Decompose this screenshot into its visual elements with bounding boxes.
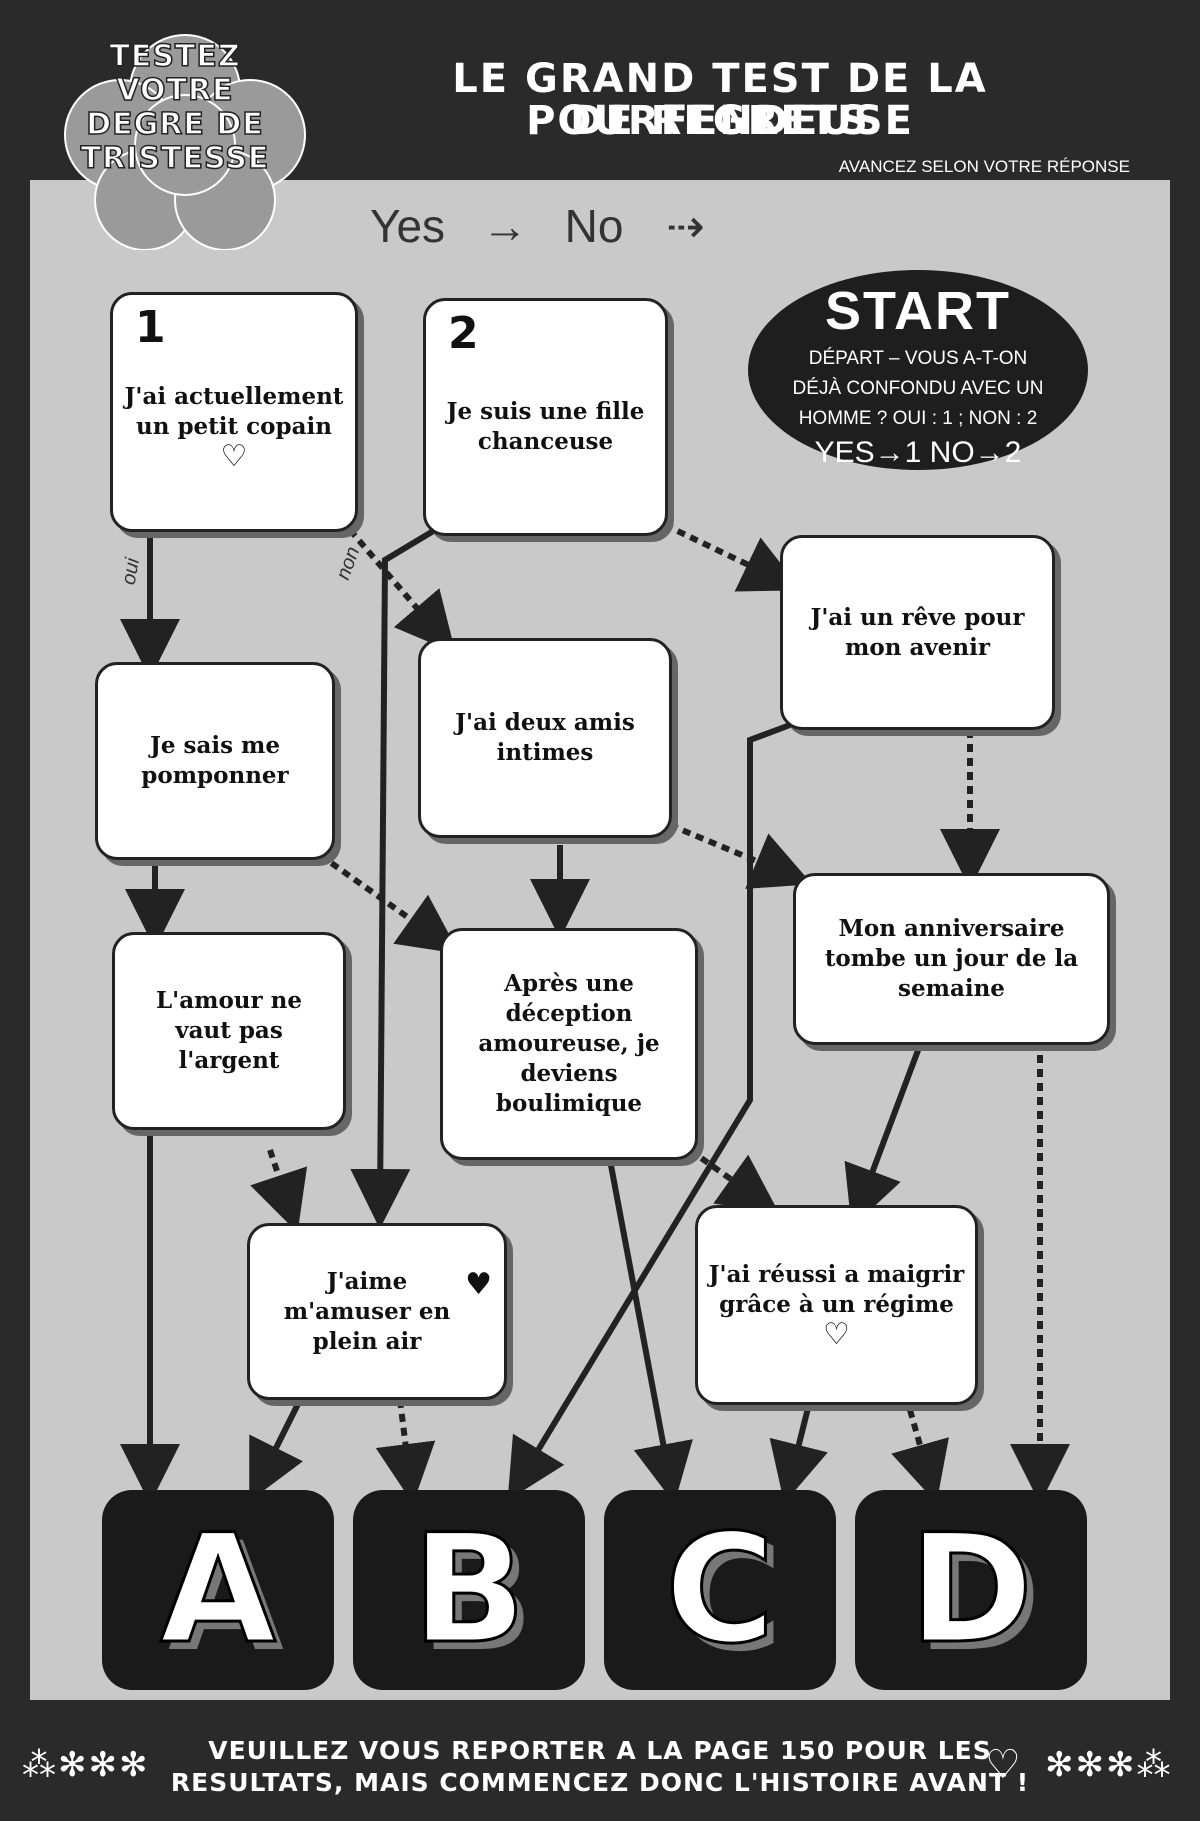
- heart-outline-icon: ♡: [823, 1317, 850, 1352]
- question-text: J'ai deux amis intimes: [455, 709, 635, 766]
- result-a: A: [102, 1490, 334, 1690]
- start-line: HOMME ? OUI : 1 ; NON : 2: [798, 408, 1038, 429]
- arrow-yes: [607, 1159, 693, 1504]
- question-2: 2 Je suis une fille chanceuse: [423, 298, 668, 536]
- question-plein-air: J'aime m'amuser en plein air ♥: [247, 1223, 507, 1400]
- legend-no: No: [564, 199, 624, 252]
- arrow-no: [688, 1147, 780, 1214]
- footer-line: RESULTATS, MAIS COMMENCEZ DONC L'HISTOIR…: [170, 1768, 1030, 1797]
- heart-outline-icon: ♡: [985, 1742, 1021, 1788]
- question-regime: J'ai réussi a maigrir grâce à un régime …: [695, 1205, 978, 1405]
- arrow-no: [891, 1409, 949, 1504]
- footer-line: VEUILLEZ VOUS REPORTER A LA PAGE 150 POU…: [208, 1736, 992, 1765]
- question-text: Mon anniversaire tombe un jour de la sem…: [824, 915, 1079, 1002]
- result-letter: A: [158, 1502, 277, 1679]
- arrow-no: [668, 822, 813, 889]
- question-deception: Après une déception amoureuse, je devien…: [440, 928, 698, 1160]
- badge-title: TESTEZ VOTRE DEGRE DE TRISTESSE: [60, 39, 290, 177]
- badge-line: VOTRE: [116, 73, 234, 109]
- result-c: C: [604, 1490, 836, 1690]
- arrow-no: [663, 522, 802, 592]
- question-text: J'aime m'amuser en plein air: [283, 1267, 451, 1355]
- solid-arrow-icon: →: [481, 199, 528, 252]
- heart-filled-icon: ♥: [465, 1267, 492, 1302]
- start-line: DÉPART – VOUS A-T-ON: [808, 348, 1028, 369]
- arrow-no: [318, 852, 460, 954]
- badge-line: TESTEZ: [109, 39, 241, 75]
- question-amour: L'amour ne vaut pas l'argent: [112, 932, 346, 1130]
- question-number: 2: [448, 308, 479, 359]
- question-text: J'ai réussi a maigrir grâce à un régime: [708, 1261, 965, 1318]
- question-anniversaire: Mon anniversaire tombe un jour de la sem…: [793, 873, 1110, 1045]
- stars-decoration-right: ✻✻✻⁂: [1045, 1745, 1173, 1785]
- badge-line: TRISTESSE: [80, 141, 270, 177]
- arrow-yes: [249, 1398, 303, 1502]
- question-1: 1 J'ai actuellement un petit copain ♡: [110, 292, 358, 532]
- label-oui: oui: [117, 556, 145, 587]
- heart-outline-icon: ♡: [220, 439, 248, 474]
- question-number: 1: [135, 302, 166, 353]
- question-text: Je suis une fille chanceuse: [446, 398, 645, 455]
- footer-text: VEUILLEZ VOUS REPORTER A LA PAGE 150 POU…: [170, 1735, 1030, 1799]
- result-b: B: [353, 1490, 585, 1690]
- legend: Yes → No ⇢: [370, 195, 705, 253]
- flower-badge-icon: [64, 34, 306, 250]
- arrow-yes: [844, 1043, 923, 1228]
- page-subtitle: AVANCEZ SELON VOTRE RÉPONSE: [838, 157, 1130, 176]
- question-text: L'amour ne vaut pas l'argent: [156, 987, 302, 1074]
- page-title: LE GRAND TEST DE LA POURFENDEUSE: [452, 56, 988, 144]
- page-title-line2: DE REGRETS: [570, 98, 870, 144]
- question-text: J'ai actuellement un petit copain: [124, 383, 344, 440]
- start-title: START: [825, 281, 1011, 341]
- result-letter: C: [663, 1502, 776, 1679]
- badge-line: DEGRE DE: [86, 107, 264, 143]
- question-text: J'ai un rêve pour mon avenir: [810, 603, 1025, 661]
- start-line: DÉJÀ CONFONDU AVEC UN: [792, 378, 1044, 399]
- arrow-no: [250, 1149, 308, 1233]
- question-reve: J'ai un rêve pour mon avenir: [780, 535, 1055, 730]
- arrow-yes: [350, 527, 437, 1229]
- stars-decoration-left: ⁂✻✻✻: [22, 1745, 150, 1785]
- question-pomponner: Je sais me pomponner: [95, 662, 335, 860]
- question-amis: J'ai deux amis intimes: [418, 638, 672, 838]
- arrow-no: [375, 1399, 436, 1504]
- start-yes-no: YES→1 NO→2: [814, 436, 1022, 469]
- result-d: D: [855, 1490, 1087, 1690]
- question-text: Je sais me pomponner: [141, 732, 289, 789]
- arrow-yes: [769, 1399, 828, 1504]
- start-ellipse: START DÉPART – VOUS A-T-ON DÉJÀ CONFONDU…: [748, 270, 1088, 470]
- arrow-no: [347, 528, 456, 654]
- result-letter: B: [410, 1502, 527, 1679]
- dashed-arrow-icon: ⇢: [666, 199, 705, 252]
- question-text: Après une déception amoureuse, je devien…: [478, 970, 660, 1117]
- result-letter: D: [907, 1502, 1035, 1679]
- legend-yes: Yes: [370, 199, 446, 252]
